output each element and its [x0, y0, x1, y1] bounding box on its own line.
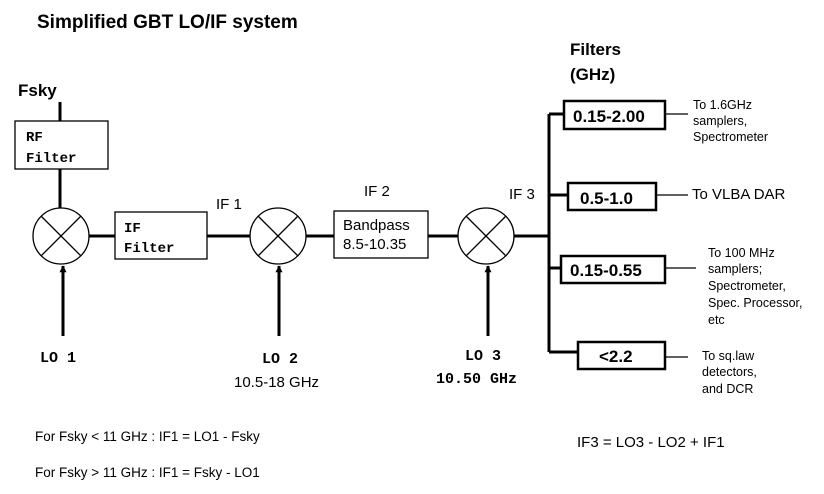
- lo1-label: LO 1: [40, 350, 76, 367]
- if-filter-label-line2: Filter: [124, 241, 174, 257]
- note-low-fsky: For Fsky < 11 GHz : IF1 = LO1 - Fsky: [35, 429, 260, 444]
- filter-destination: etc: [708, 313, 725, 327]
- filter-box: [576, 340, 667, 371]
- lo3-label: LO 3: [465, 348, 501, 365]
- filter-destination: detectors,: [702, 365, 757, 379]
- filter-destination: Spectrometer,: [708, 279, 786, 293]
- filter-branch-2: 0.5-1.0 To VLBA DAR: [549, 181, 786, 212]
- filter-branch-1: 0.15-2.00 To 1.6GHz samplers, Spectromet…: [549, 98, 768, 144]
- if3-label: IF 3: [509, 186, 535, 203]
- if2-label: IF 2: [364, 183, 390, 200]
- bandpass-label-line2: 8.5-10.35: [343, 236, 406, 253]
- filter-branch-4: <2.2 To sq.law detectors, and DCR: [549, 340, 757, 396]
- filter-branch-3: 0.15-0.55 To 100 MHz samplers; Spectrome…: [549, 246, 803, 327]
- filter-range: 0.5-1.0: [580, 189, 633, 208]
- filter-destination: To 1.6GHz: [693, 98, 752, 112]
- filter-destination: Spec. Processor,: [708, 296, 803, 310]
- filter-range: 0.15-2.00: [573, 107, 645, 126]
- filter-box: [559, 254, 667, 285]
- filter-destination: and DCR: [702, 382, 753, 396]
- lo2-label: LO 2: [262, 351, 298, 368]
- if-filter-label-line1: IF: [124, 221, 141, 237]
- lo3-frequency: 10.50 GHz: [436, 371, 517, 388]
- fsky-label: Fsky: [18, 81, 57, 100]
- filter-destination: samplers,: [693, 114, 747, 128]
- filter-range: 0.15-0.55: [570, 261, 642, 280]
- if-filter-box: [114, 211, 208, 260]
- bandpass-filter-box: [333, 210, 429, 259]
- filters-heading-line2: (GHz): [570, 65, 615, 84]
- filter-box: [562, 99, 667, 131]
- mixer-2-symbol: [249, 207, 307, 265]
- filter-destination: To sq.law: [702, 349, 755, 363]
- mixer-3-symbol: [457, 207, 515, 265]
- rf-filter-label-line1: RF: [26, 130, 43, 146]
- if3-equation: IF3 = LO3 - LO2 + IF1: [577, 434, 725, 451]
- filter-box: [566, 181, 658, 212]
- filter-range: <2.2: [599, 347, 633, 366]
- diagram-title: Simplified GBT LO/IF system: [37, 12, 298, 33]
- filter-destination: To 100 MHz: [708, 246, 775, 260]
- lo2-frequency: 10.5-18 GHz: [234, 374, 319, 391]
- note-high-fsky: For Fsky > 11 GHz : IF1 = Fsky - LO1: [35, 465, 260, 480]
- filters-heading-line1: Filters: [570, 40, 621, 59]
- bandpass-label-line1: Bandpass: [343, 217, 410, 234]
- filter-destination: samplers;: [708, 262, 762, 276]
- mixer-1-symbol: [32, 207, 90, 265]
- if1-label: IF 1: [216, 196, 242, 213]
- filter-destination: To VLBA DAR: [692, 186, 786, 203]
- rf-filter-label-line2: Filter: [26, 151, 76, 167]
- filter-destination: Spectrometer: [693, 130, 768, 144]
